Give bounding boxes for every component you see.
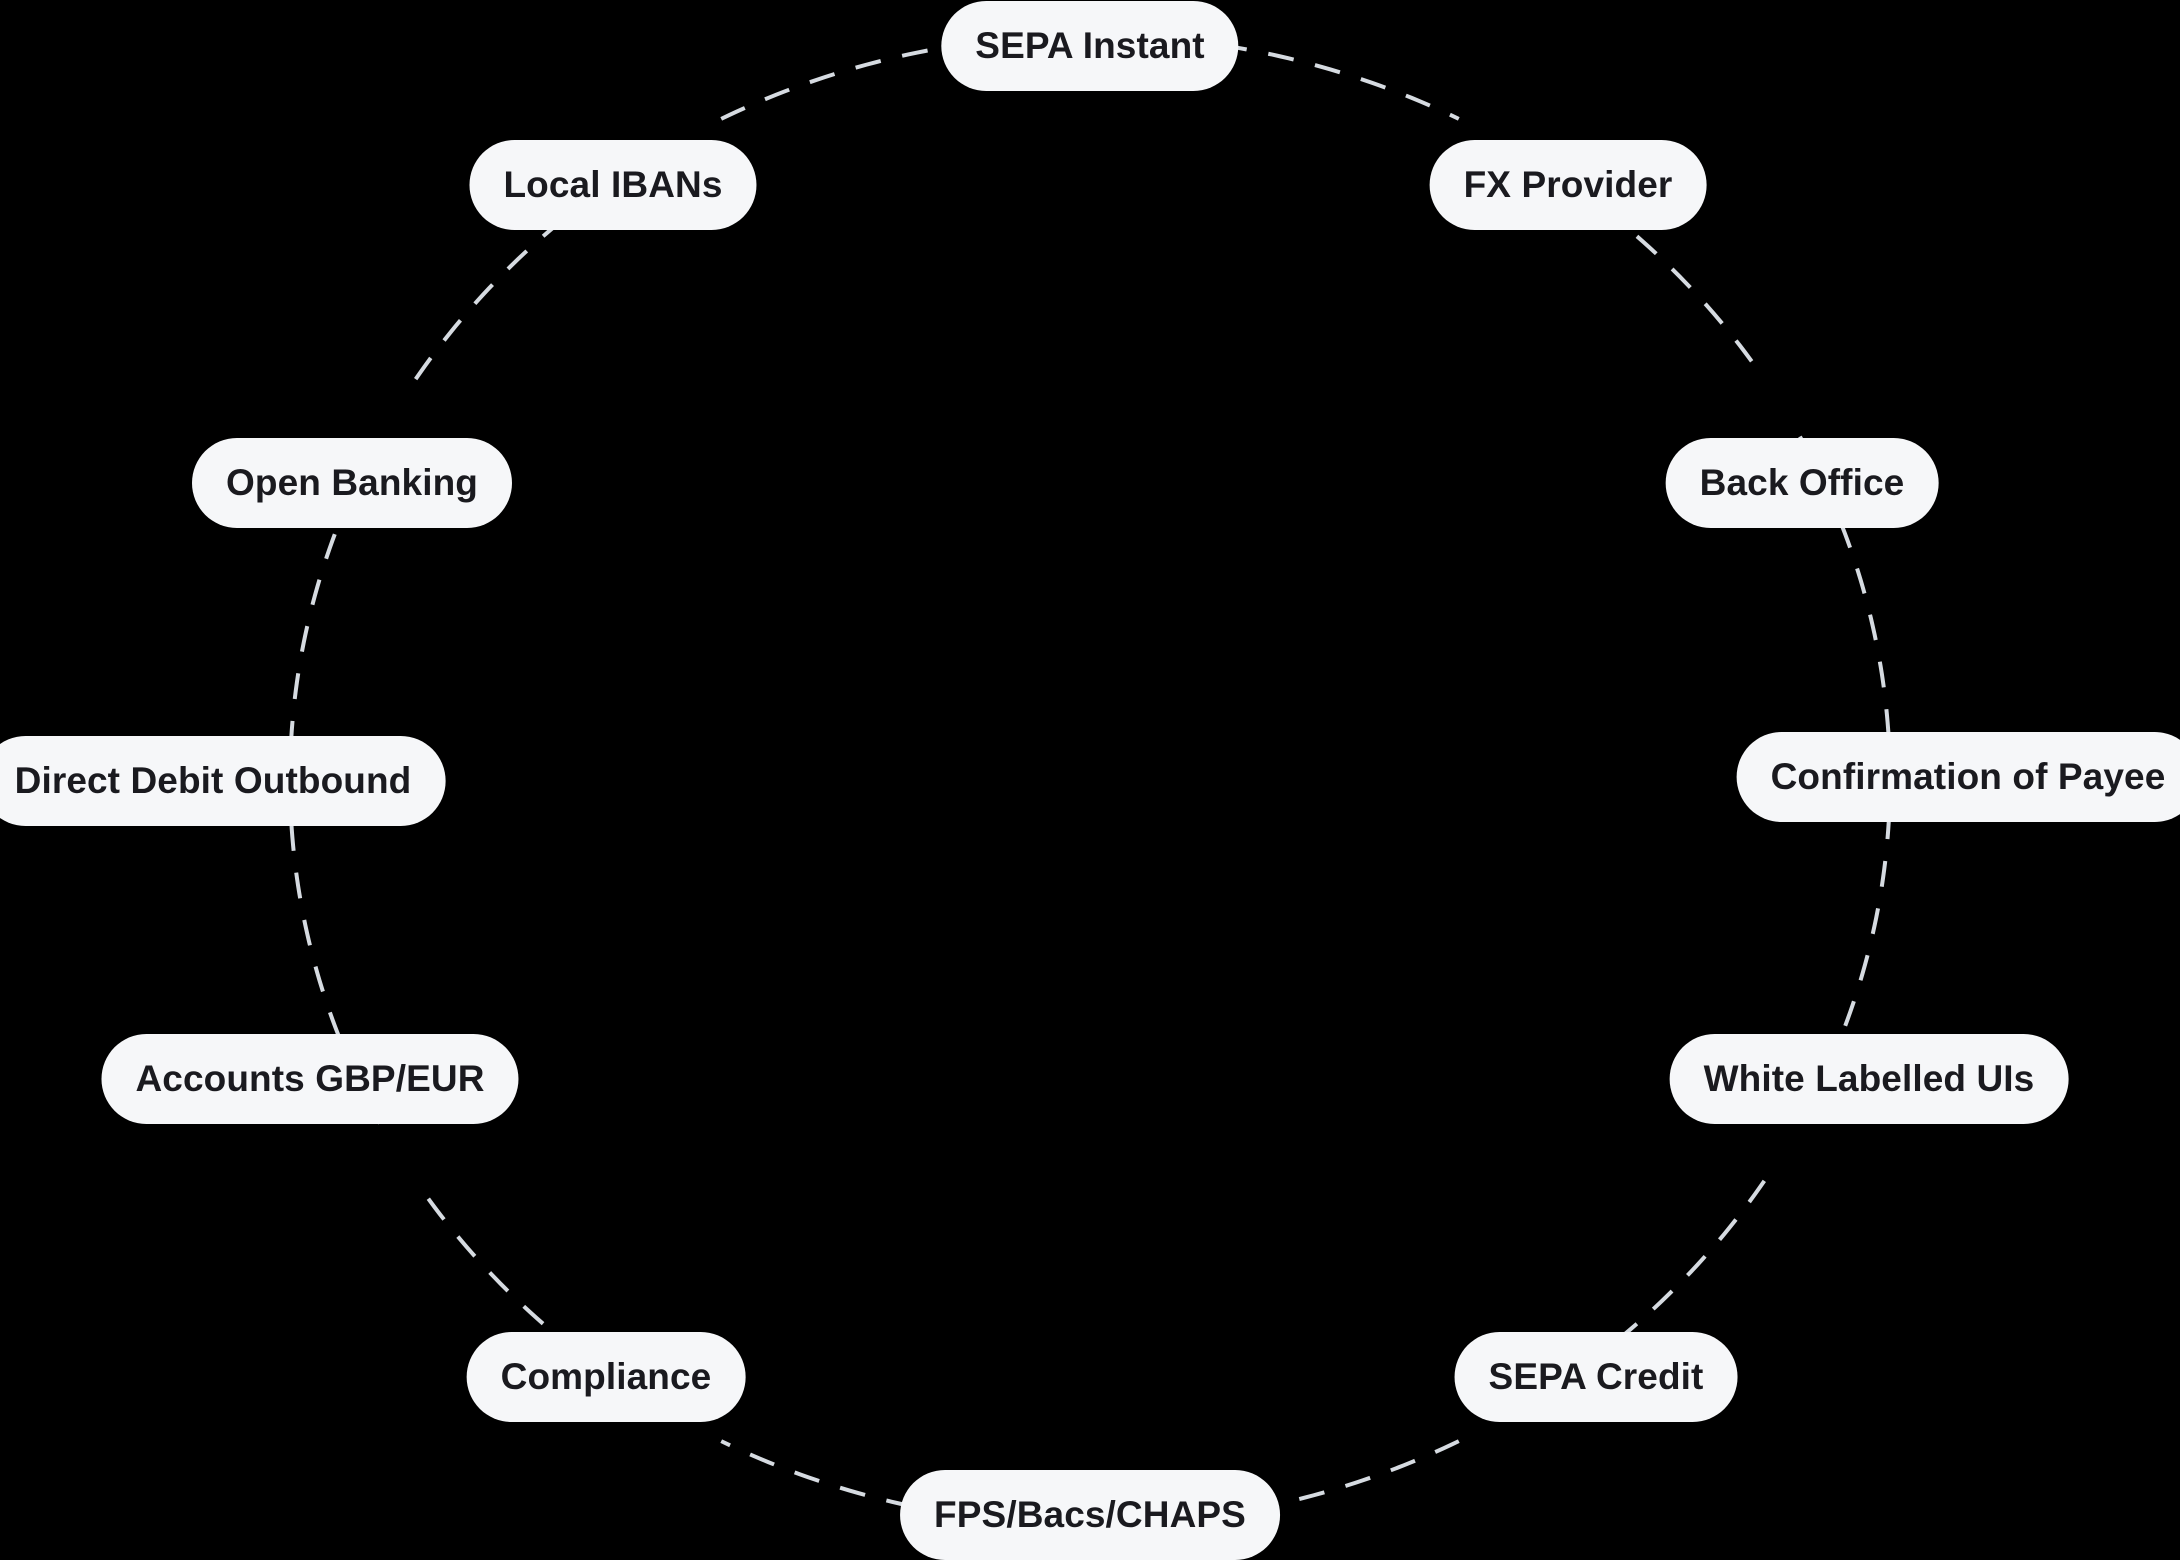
edge-sepa-credit-to-fps-bacs-chaps [1125, 1439, 1460, 1527]
node-compliance[interactable]: Compliance [466, 1332, 746, 1422]
node-confirmation-of-payee[interactable]: Confirmation of Payee [1736, 732, 2180, 822]
edge-white-labelled-uis-to-sepa-credit [1519, 1179, 1766, 1410]
node-open-banking[interactable]: Open Banking [192, 438, 512, 528]
edge-confirmation-of-payee-to-white-labelled-uis [1798, 813, 1892, 1125]
node-fps-bacs-chaps[interactable]: FPS/Bacs/CHAPS [900, 1470, 1280, 1560]
edge-layer [288, 33, 1892, 1527]
edge-local-ibans-to-sepa-instant [720, 33, 1055, 121]
edge-direct-debit-outbound-to-open-banking [288, 435, 382, 747]
node-local-ibans[interactable]: Local IBANs [469, 140, 757, 230]
node-back-office[interactable]: Back Office [1665, 438, 1939, 528]
edge-open-banking-to-local-ibans [414, 150, 661, 381]
node-direct-debit-outbound[interactable]: Direct Debit Outbound [0, 736, 446, 826]
node-white-labelled-uis[interactable]: White Labelled UIs [1669, 1034, 2069, 1124]
node-sepa-instant[interactable]: SEPA Instant [941, 1, 1239, 91]
node-accounts-gbp-eur[interactable]: Accounts GBP/EUR [101, 1034, 519, 1124]
node-fx-provider[interactable]: FX Provider [1429, 140, 1707, 230]
node-sepa-credit[interactable]: SEPA Credit [1454, 1332, 1738, 1422]
